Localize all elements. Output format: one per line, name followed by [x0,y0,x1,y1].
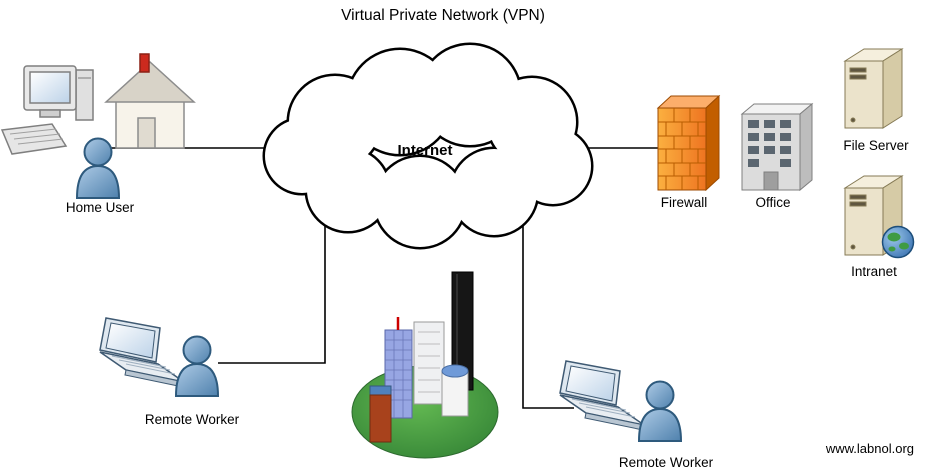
house-chimney [139,53,150,73]
remote-worker-left-node: Remote Worker [99,317,240,427]
office-door [763,171,779,191]
diagram-title: Virtual Private Network (VPN) [341,7,545,24]
blue-dome [441,364,469,378]
house-door [137,117,156,149]
remote-worker-right-node: Remote Worker [559,360,714,470]
file-server-label: File Server [843,138,909,153]
desktop-computer-icon [0,65,94,155]
monitor-screen [29,71,71,104]
watermark: www.labnol.org [825,441,914,456]
globe-continents [887,232,909,252]
keyboard [0,123,68,155]
link-internet-remoteworker-left [218,212,326,364]
remote-worker-person-icon [175,335,219,397]
internet-cloud: Internet [265,45,591,247]
dome-building [441,371,469,417]
white-building [413,321,445,405]
laptop-icon [559,360,645,431]
brick-lines-vertical [665,108,699,190]
link-internet-remoteworker-right [522,212,574,409]
firewall-label: Firewall [661,195,708,210]
firewall-icon [656,94,721,192]
intranet-node: Intranet [844,175,915,279]
home-user-node: Home User [0,53,196,215]
file-server-icon [844,48,903,129]
monitor-stand [39,109,61,118]
city-icon [351,271,499,459]
home-user-label: Home User [66,200,135,215]
blue-skyscraper [384,329,413,419]
file-server-node: File Server [843,48,909,153]
laptop-icon [99,317,185,388]
remote-worker-left-label: Remote Worker [145,412,240,427]
house-icon [104,53,196,149]
globe-icon [881,225,915,259]
office-node: Office [740,102,814,210]
firewall-node: Firewall [656,94,721,210]
office-windows [748,120,791,167]
house-roof [104,60,196,103]
office-label: Office [755,195,790,210]
red-building [369,394,392,443]
office-building-icon [740,102,814,192]
internet-label: Internet [397,142,452,159]
red-building-roof [369,385,392,396]
remote-worker-person-icon [638,380,682,442]
intranet-label: Intranet [851,264,897,279]
remote-worker-right-label: Remote Worker [619,455,714,470]
